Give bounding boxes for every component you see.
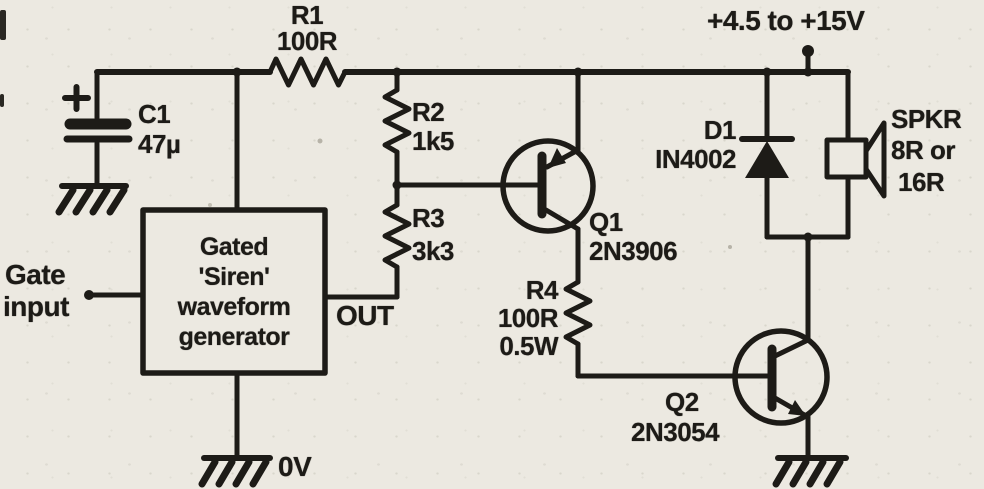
transistor-q2-symbol — [732, 234, 830, 461]
label-spkr-value1: 8R or — [891, 135, 955, 165]
label-r1-value: 100R — [276, 26, 338, 56]
generator-box-line4: generator — [178, 322, 290, 351]
generator-box-line2: 'Siren' — [198, 262, 270, 291]
label-0v-ground: 0V — [278, 451, 312, 482]
label-gate-input-line2: input — [3, 291, 69, 322]
generator-box-line1: Gated — [199, 232, 269, 261]
label-gate-input-line1: Gate — [5, 259, 66, 290]
label-r2-ref: R2 — [412, 97, 445, 127]
capacitor-c1-symbol — [62, 69, 133, 187]
resistor-r2-symbol — [382, 69, 412, 187]
label-r4-rating: 0.5W — [499, 331, 558, 361]
label-out-port: OUT — [336, 300, 394, 331]
label-r1-ref: R1 — [290, 0, 324, 30]
label-r3-value: 3k3 — [412, 236, 454, 266]
resistor-r4-symbol — [563, 279, 593, 379]
generator-box-text: Gated 'Siren' waveform generator — [143, 210, 325, 373]
label-spkr-ref: SPKR — [891, 104, 962, 134]
ground-symbol-q2 — [772, 455, 849, 488]
label-r2-value: 1k5 — [412, 126, 454, 156]
resistor-r3-symbol — [382, 181, 412, 300]
label-c1-ref: C1 — [138, 99, 171, 129]
label-supply-voltage: +4.5 to +15V — [707, 5, 865, 36]
label-r4-ref: R4 — [525, 275, 559, 305]
plus-sign-icon — [62, 84, 91, 112]
scan-artifacts — [0, 10, 732, 249]
label-spkr-value2: 16R — [898, 167, 945, 197]
label-q2-value: 2N3054 — [631, 417, 720, 447]
transistor-q1-symbol — [500, 69, 596, 285]
gate-input-lead — [84, 290, 146, 300]
label-r4-value: 100R — [497, 303, 559, 333]
label-d1-ref: D1 — [703, 115, 737, 145]
label-q2-ref: Q2 — [665, 387, 699, 417]
label-q1-value: 2N3906 — [589, 236, 678, 266]
generator-box-outline — [140, 207, 328, 376]
ground-symbol-c1 — [55, 183, 129, 216]
speaker-symbol — [824, 120, 887, 199]
label-d1-value: IN4002 — [655, 144, 736, 174]
resistor-r1-symbol — [267, 56, 348, 88]
label-r3-ref: R3 — [412, 203, 445, 233]
junction-dots — [232, 67, 813, 242]
label-q1-ref: Q1 — [589, 207, 623, 237]
generator-box-line3: waveform — [177, 292, 291, 321]
label-c1-value: 47µ — [138, 129, 181, 159]
diode-d1-symbol — [739, 69, 795, 240]
wire-speaker-branch — [764, 69, 851, 343]
ground-symbol-0v — [198, 455, 273, 488]
